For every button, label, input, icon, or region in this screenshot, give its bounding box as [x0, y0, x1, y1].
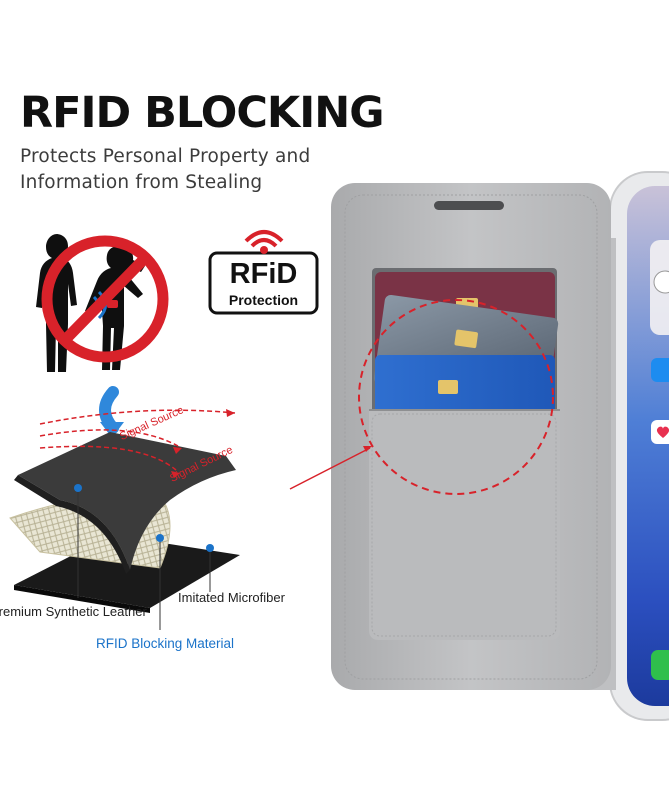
clock-icon: [653, 270, 669, 294]
no-theft-icon: [36, 234, 169, 372]
material-layers: [9, 409, 240, 630]
phone-app-icon: [651, 650, 669, 680]
speaker-slot: [434, 201, 504, 210]
badge-main-text: RFiD: [229, 258, 298, 290]
wallet-case-cover: [331, 183, 611, 690]
label-microfiber: Imitated Microfiber: [178, 590, 285, 605]
pointer-arrow: [289, 446, 372, 490]
rfid-protection-badge: [208, 230, 319, 315]
app-store-icon: [651, 358, 669, 382]
zoom-circle: [358, 299, 554, 495]
badge-sub-text: Protection: [228, 292, 299, 308]
subtitle-line-2: Information from Stealing: [20, 172, 263, 193]
label-leather: Premium Synthetic Leather: [0, 604, 147, 619]
label-blocking-material: RFID Blocking Material: [96, 636, 235, 651]
subtitle-line-1: Protects Personal Property and: [20, 146, 311, 167]
phone: [609, 171, 669, 721]
badge-text-box: RFiD Protection: [210, 258, 317, 318]
card-blue: [375, 355, 555, 415]
headline: RFID BLOCKING: [20, 88, 385, 138]
